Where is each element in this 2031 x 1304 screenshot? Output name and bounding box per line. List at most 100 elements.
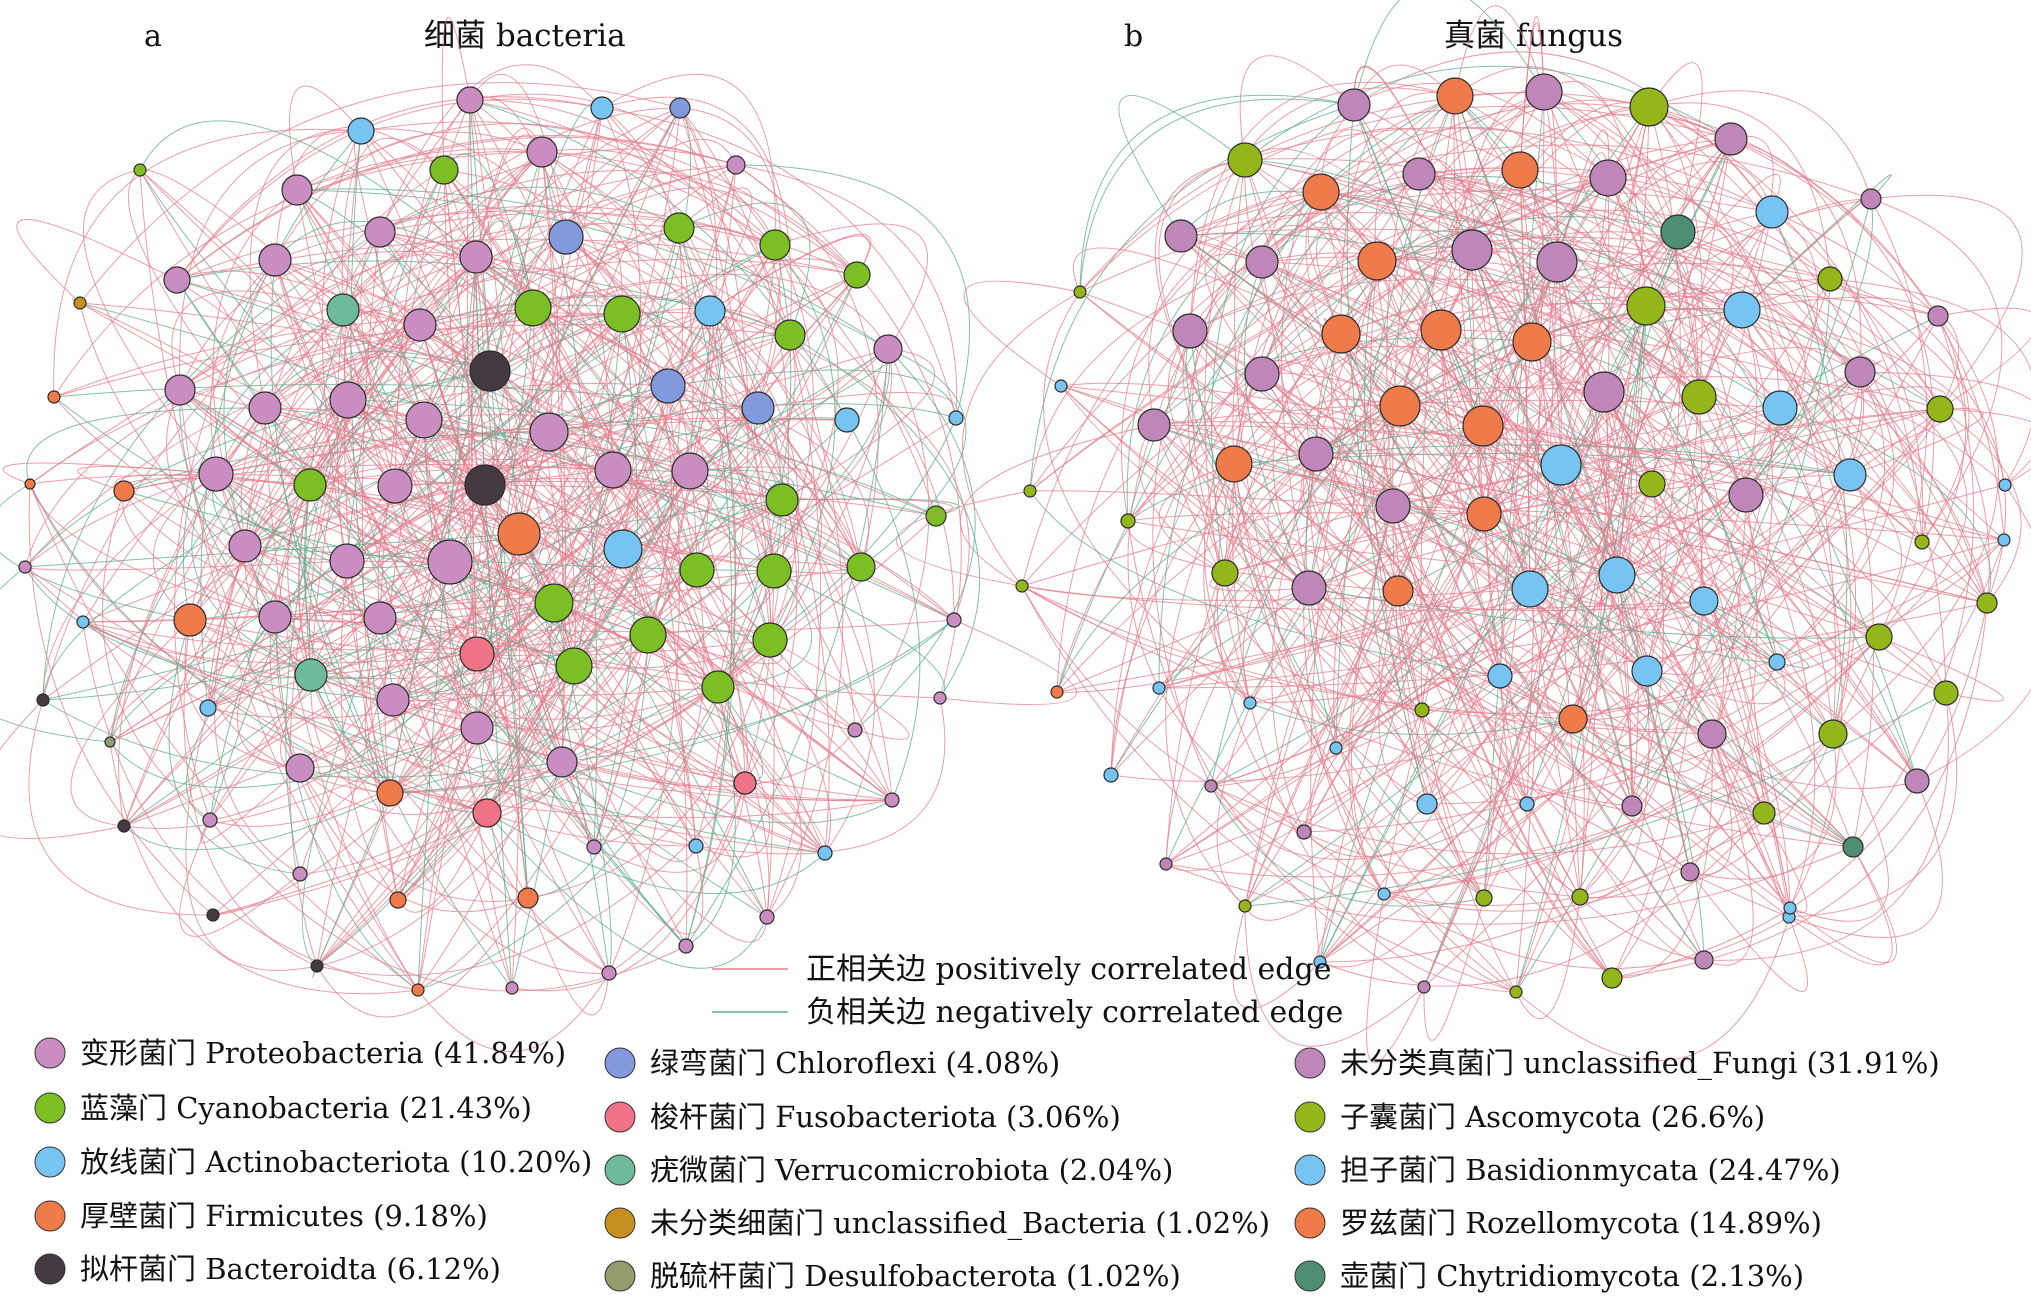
network-edge: [1745, 211, 1819, 496]
network-edge: [612, 469, 862, 568]
network-edge: [423, 151, 543, 421]
network-edge: [1916, 484, 2031, 782]
network-edge: [189, 256, 477, 621]
network-edge: [1353, 0, 1545, 106]
network-edge: [264, 407, 826, 854]
network-node: [329, 381, 367, 419]
network-node: [469, 350, 511, 392]
network-edge: [1189, 278, 1647, 332]
network-node: [1073, 285, 1087, 299]
network-edge: [1859, 371, 1968, 638]
network-edge: [82, 621, 478, 664]
network-edge: [1127, 520, 1425, 988]
network-edge: [1021, 585, 1854, 848]
network-edge: [1319, 407, 1781, 963]
network-node: [505, 981, 519, 995]
network-node: [1926, 395, 1954, 423]
network-edge: [757, 407, 876, 854]
network-edge: [1376, 260, 1574, 720]
network-edge: [42, 231, 381, 701]
network-edge: [593, 782, 746, 873]
network-node: [1462, 405, 1504, 447]
network-edge: [176, 279, 862, 568]
network-node: [701, 670, 735, 704]
network-edge: [1249, 702, 1517, 993]
network-edge: [274, 616, 746, 784]
network-edge: [1788, 780, 1943, 938]
network-node: [1755, 195, 1789, 229]
network-edge: [1021, 585, 1581, 898]
network-node: [1321, 314, 1361, 354]
network-edge: [744, 407, 798, 784]
network-node: [326, 293, 360, 327]
network-edge: [1127, 512, 1485, 522]
network-edge: [316, 634, 649, 967]
network-edge: [176, 270, 491, 372]
network-edge: [1340, 333, 1705, 961]
network-edge: [1471, 249, 1633, 807]
network-node: [843, 261, 871, 289]
node-legend: 变形菌门 Proteobacteria (41.84%) 蓝藻门 Cyanoba…: [34, 1036, 1940, 1293]
network-node: [1487, 663, 1513, 689]
network-edge: [347, 399, 575, 667]
network-node: [1525, 73, 1563, 111]
network-edge: [1483, 396, 1700, 899]
network-edge: [1499, 483, 1653, 677]
positive-edge-label: 正相关边 positively correlated edge: [806, 952, 1331, 987]
network-edge: [1320, 129, 1420, 193]
network-node: [1313, 955, 1327, 969]
network-node: [1621, 795, 1643, 817]
network-node: [1723, 291, 1761, 329]
network-edge: [1572, 539, 2005, 720]
network-edge: [601, 96, 792, 336]
network-edge: [1224, 572, 1423, 711]
network-edge: [532, 307, 697, 847]
network-node: [948, 410, 964, 426]
network-edge: [209, 819, 687, 992]
legend-label-chytridiomycota: 壶菌门 Chytridiomycota (2.13%): [1340, 1259, 1804, 1293]
network-edge: [1829, 278, 2007, 604]
network-edge: [274, 616, 697, 847]
network-edge: [1056, 341, 1533, 693]
network-edge: [565, 138, 737, 238]
network-edge: [1127, 520, 1618, 576]
legend-swatch-proteobacteria: [34, 1037, 66, 1069]
network-node: [460, 711, 494, 745]
network-edge: [24, 307, 534, 568]
network-node: [679, 552, 715, 588]
network-edge: [1224, 572, 1790, 918]
network-node: [1512, 322, 1552, 362]
network-edge: [42, 699, 563, 778]
network-edge: [476, 533, 520, 729]
network-node: [1697, 719, 1727, 749]
network-edge: [1180, 235, 1531, 590]
network-edge: [1418, 173, 1851, 476]
network-edge: [176, 279, 862, 568]
network-edge: [171, 290, 344, 391]
network-edge: [1340, 333, 1581, 898]
network-node: [601, 965, 617, 981]
network-node: [1416, 793, 1438, 815]
network-node: [258, 600, 292, 634]
network-node: [514, 289, 552, 327]
network-edge: [469, 99, 486, 486]
network-edge: [1158, 494, 1747, 689]
network-edge: [774, 223, 928, 350]
network-edge: [310, 602, 555, 680]
network-edge: [109, 560, 348, 743]
network-node: [1377, 887, 1391, 901]
network-node: [1660, 214, 1696, 250]
network-edge: [26, 407, 266, 485]
network-edge: [962, 291, 1081, 587]
network-edge: [1319, 425, 1484, 963]
network-node: [546, 746, 578, 778]
network-node: [1694, 950, 1714, 970]
network-node: [1762, 390, 1798, 426]
legend-swatch-ascomycota: [1294, 1101, 1326, 1133]
network-node: [228, 529, 262, 563]
network-edge: [709, 310, 783, 572]
network-node: [1337, 88, 1371, 122]
network-edge: [1421, 709, 1705, 961]
network-edge: [1056, 95, 1456, 693]
network-edge: [1281, 104, 1355, 589]
